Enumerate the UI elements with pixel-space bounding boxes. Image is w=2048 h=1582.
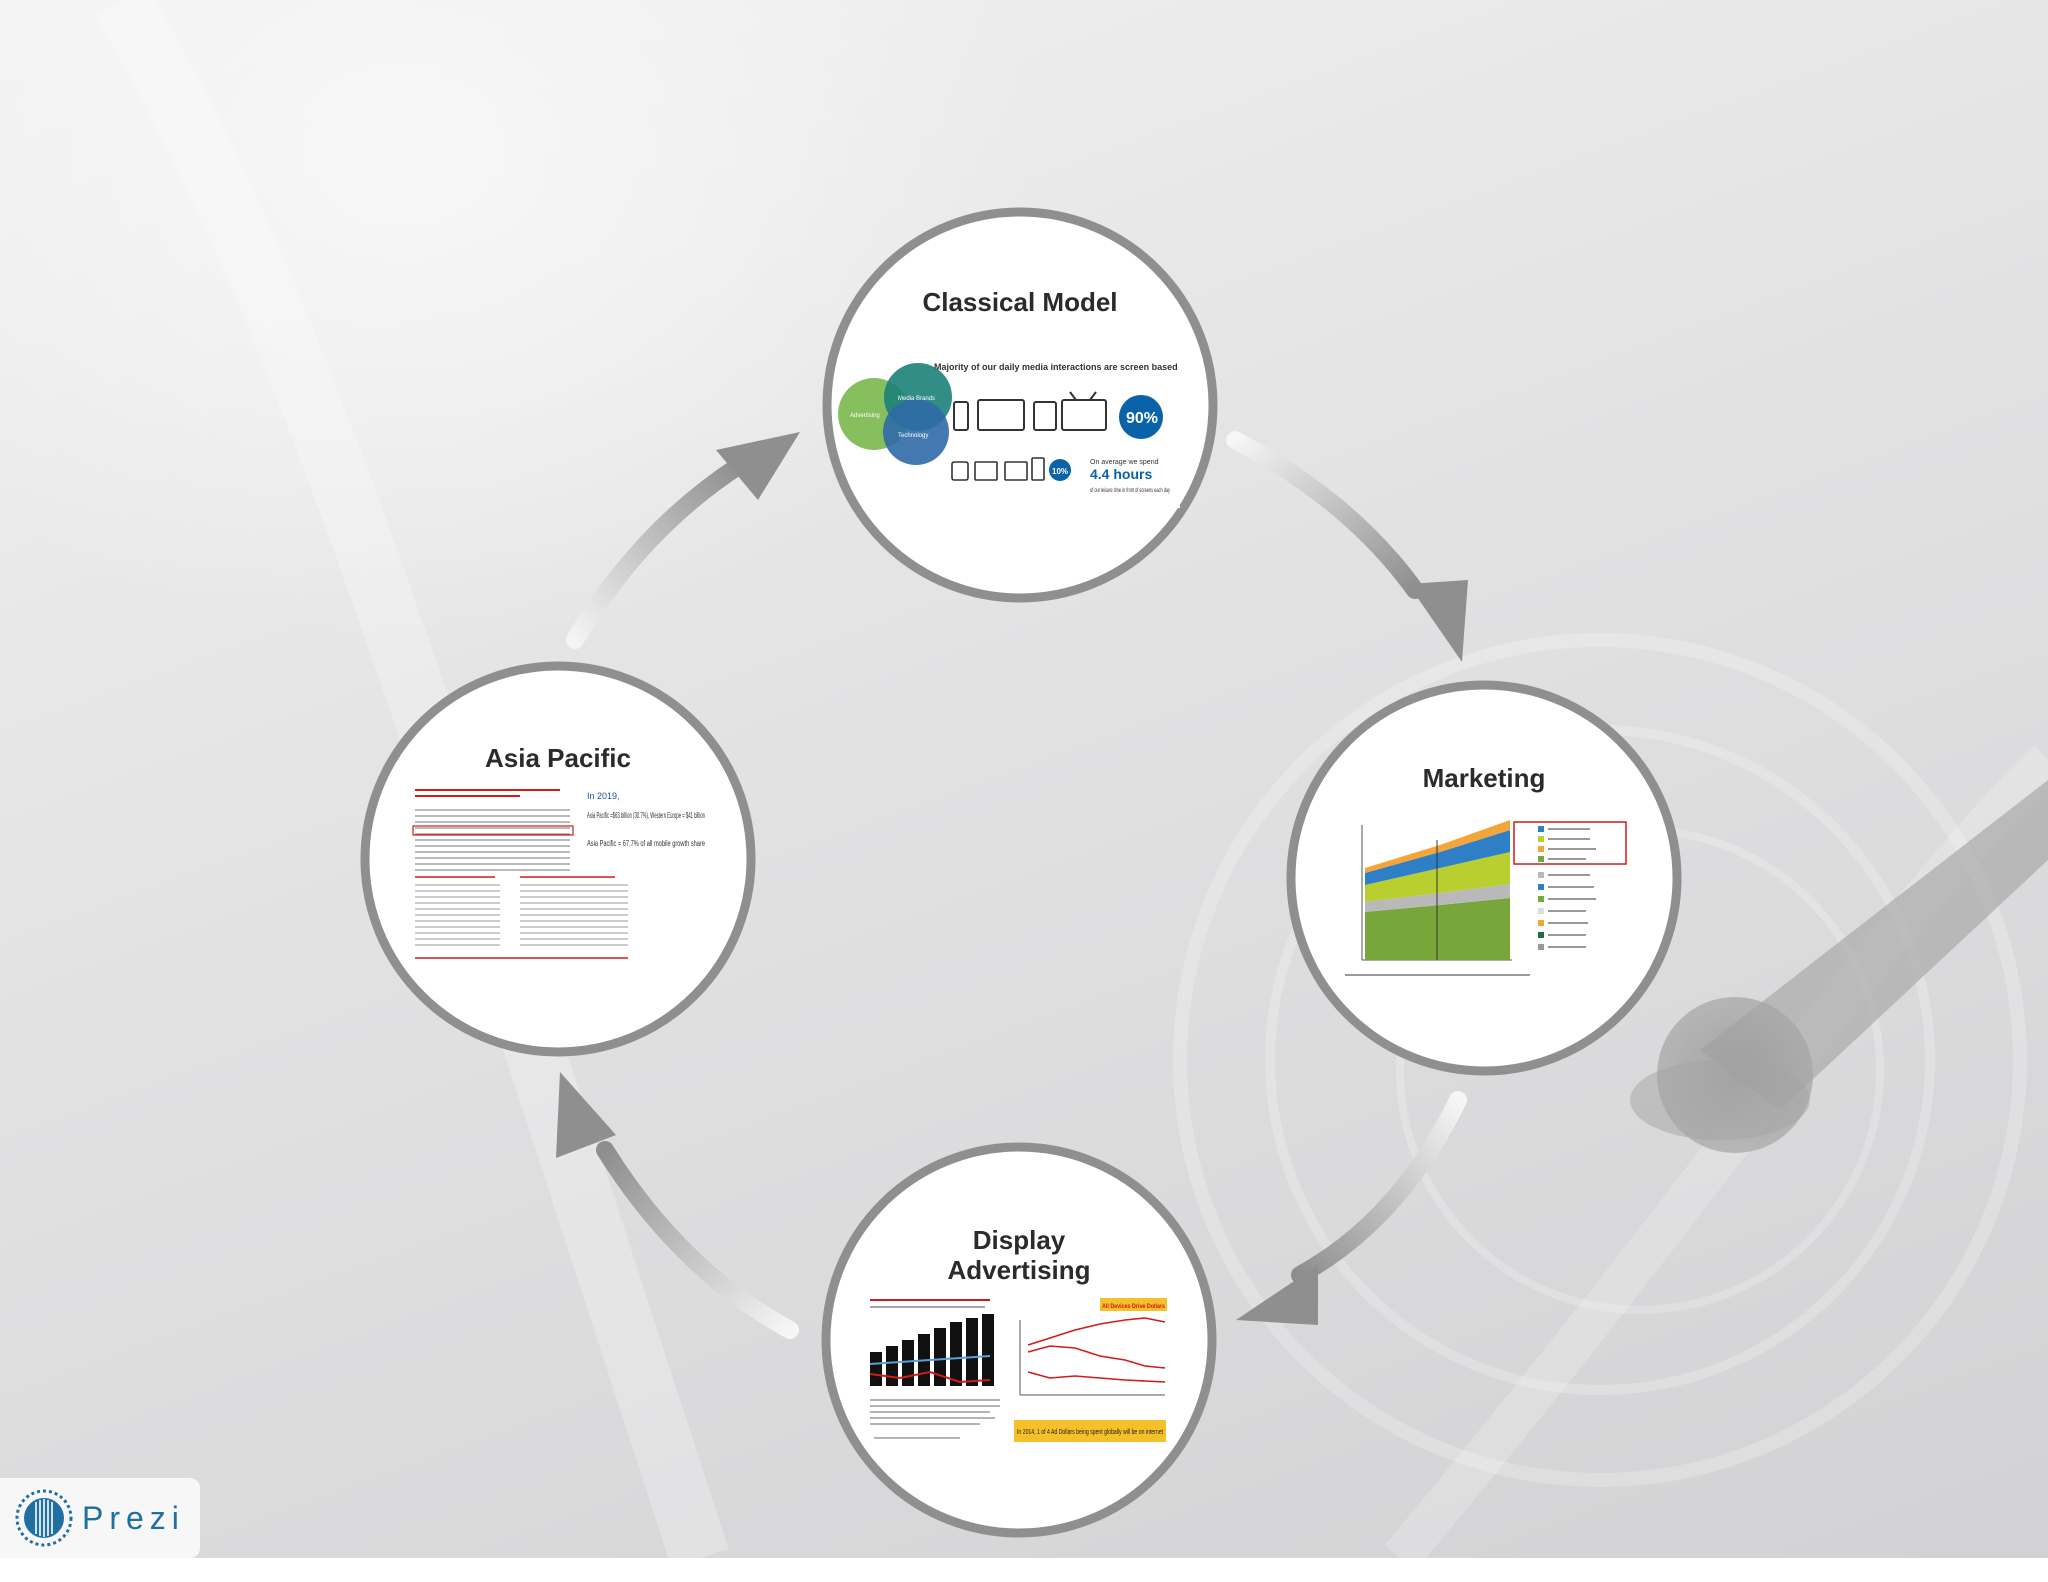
background-blob-decoration <box>1630 780 2048 1153</box>
highlight-box <box>1513 821 1627 865</box>
asia-table-highlight <box>412 825 574 836</box>
hours-tail: of our leisure time in front of screens … <box>1090 488 1170 494</box>
banner-top-text: All Devices Drive Dollars <box>1102 1304 1166 1310</box>
arrow-marketing-to-display <box>1236 1091 1467 1325</box>
arrow-classical-to-marketing <box>1226 431 1468 662</box>
asia-thumbnail[interactable]: In 2019, Asia Pacific =$63 billion (30.7… <box>411 782 708 964</box>
legend-swatches <box>1538 826 1544 950</box>
node-title-marketing: Marketing <box>1422 763 1546 793</box>
banner-bottom <box>1014 1420 1166 1442</box>
banner-top <box>1100 1298 1167 1311</box>
red-trend-line <box>869 1370 991 1384</box>
classical-thumbnail[interactable]: Majority of our daily media interactions… <box>838 358 1180 508</box>
stat-90-value: 90% <box>1126 410 1158 427</box>
arrow-asia-to-classical <box>566 432 800 649</box>
blue-trend-line <box>869 1355 991 1365</box>
asia-year-line: In 2019, <box>587 791 620 801</box>
venn-label-media-brands: Media Brands <box>898 396 935 402</box>
prezi-logo[interactable]: Prezi <box>0 1478 200 1558</box>
red-line-middle <box>1027 1345 1166 1369</box>
bottom-strip <box>0 1558 2048 1582</box>
venn-label-advertising: Advertising <box>850 413 880 419</box>
stat-10-badge <box>1049 459 1071 481</box>
marketing-thumbnail[interactable] <box>1338 800 1630 985</box>
node-title-display-advertising: Display Advertising <box>947 1225 1091 1285</box>
display-thumbnail[interactable]: All Devices Drive Dollars In 2014, 1 of … <box>866 1293 1170 1449</box>
classical-image-heading: Majority of our daily media interactions… <box>934 362 1178 372</box>
red-line-lower <box>1027 1371 1166 1383</box>
devices-row <box>953 391 1107 431</box>
venn-label-technology: Technology <box>898 433 928 439</box>
stat-10-value: 10% <box>1052 467 1068 476</box>
legend-lines <box>1548 828 1596 948</box>
asia-line2: Asia Pacific = 67.7% of all mobile growt… <box>587 839 705 848</box>
hours-value: 4.4 hours <box>1090 466 1152 482</box>
stat-90-badge <box>1119 395 1163 439</box>
prezi-wordmark: Prezi <box>82 1499 185 1536</box>
asia-line1: Asia Pacific =$63 billion (30.7%), Weste… <box>587 811 705 820</box>
devices-row-small <box>951 457 1045 481</box>
node-title-asia-pacific: Asia Pacific <box>485 743 631 773</box>
banner-bottom-text: In 2014, 1 of 4 Ad Dollars being spent g… <box>1017 1429 1163 1436</box>
arrow-display-to-asia <box>556 1072 799 1339</box>
hours-lead: On average we spend <box>1090 459 1159 466</box>
node-title-classical-model: Classical Model <box>922 287 1118 317</box>
prezi-sun-icon <box>15 1489 73 1547</box>
red-line-upper <box>1027 1317 1166 1346</box>
venn-circle-technology <box>883 399 949 465</box>
